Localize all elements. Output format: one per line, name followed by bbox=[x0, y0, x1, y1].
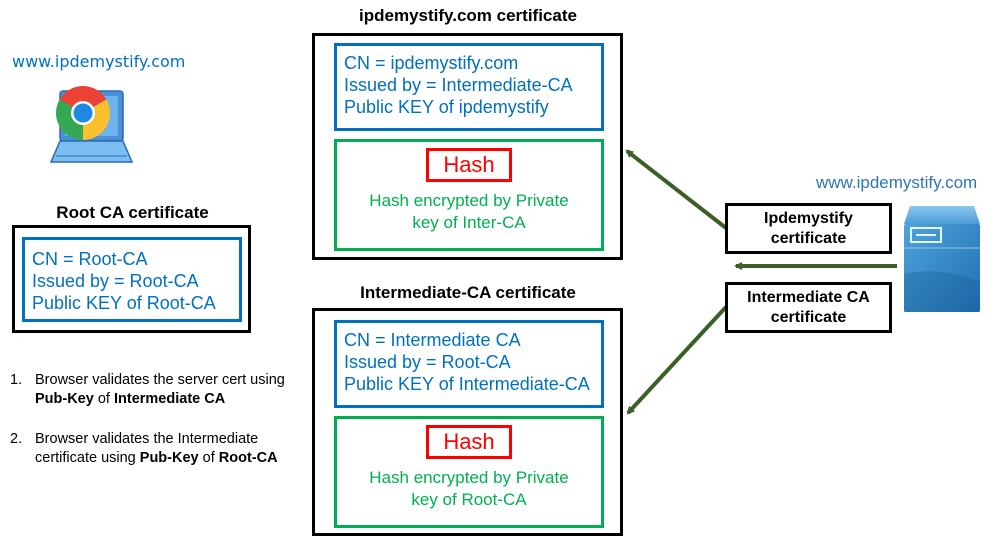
sent-ipdemystify-certificate: Ipdemystify certificate bbox=[725, 203, 892, 254]
root-ca-title: Root CA certificate bbox=[56, 203, 209, 222]
chrome-laptop-icon bbox=[44, 76, 138, 168]
server-cert-hash: Hash bbox=[426, 148, 512, 182]
server-cert-public-key: Public KEY of ipdemystify bbox=[344, 97, 549, 117]
intermediate-cert-issuer: Issued by = Root-CA bbox=[344, 352, 511, 372]
step-2-text: Browser validates the Intermediate certi… bbox=[35, 431, 259, 466]
step-1-ca: Intermediate CA bbox=[113, 391, 226, 407]
server-cert-fields-box: CN = ipdemystify.com Issued by = Interme… bbox=[334, 43, 604, 131]
arrow-to-intermediate-cert bbox=[626, 305, 728, 415]
sent-cert-1-line-1: Ipdemystify bbox=[764, 210, 853, 227]
browser-url-label: www.ipdemystify.com bbox=[12, 52, 186, 71]
step-1-number: 1. bbox=[10, 372, 23, 388]
arrow-to-server-cert bbox=[625, 149, 728, 230]
sent-cert-2-line-1: Intermediate CA bbox=[747, 289, 870, 306]
root-ca-fields-box: CN = Root-CA Issued by = Root-CA Public … bbox=[22, 237, 242, 322]
step-1-of: of bbox=[93, 391, 114, 407]
server-cert-issuer: Issued by = Intermediate-CA bbox=[344, 75, 573, 95]
server-cert-signature-line-2: key of Inter-CA bbox=[412, 213, 526, 232]
root-ca-issuer: Issued by = Root-CA bbox=[32, 271, 199, 291]
server-cert-signature-box: Hash Hash encrypted by Private key of In… bbox=[334, 139, 604, 251]
server-url-label: www.ipdemystify.com bbox=[816, 173, 978, 192]
sent-cert-2-line-2: certificate bbox=[770, 309, 847, 326]
sent-cert-1-line-2: certificate bbox=[770, 230, 847, 247]
intermediate-cert-cn: CN = Intermediate CA bbox=[344, 330, 521, 350]
step-2: 2. Browser validates the Intermediate ce… bbox=[10, 430, 297, 468]
server-cert-cn: CN = ipdemystify.com bbox=[344, 53, 519, 73]
validation-steps: 1. Browser validates the server cert usi… bbox=[10, 371, 310, 489]
step-2-of: of bbox=[198, 450, 219, 466]
intermediate-cert-public-key: Public KEY of Intermediate-CA bbox=[344, 374, 590, 394]
root-ca-cn: CN = Root-CA bbox=[32, 249, 148, 269]
server-certificate: CN = ipdemystify.com Issued by = Interme… bbox=[312, 33, 623, 260]
intermediate-cert-signature-line-2: key of Root-CA bbox=[411, 490, 527, 509]
step-2-number: 2. bbox=[10, 431, 23, 447]
server-icon bbox=[902, 204, 982, 314]
intermediate-certificate: CN = Intermediate CA Issued by = Root-CA… bbox=[312, 308, 623, 536]
step-1: 1. Browser validates the server cert usi… bbox=[10, 371, 310, 409]
step-2-pubkey: Pub-Key bbox=[139, 450, 199, 466]
intermediate-cert-fields-box: CN = Intermediate CA Issued by = Root-CA… bbox=[334, 320, 604, 408]
step-1-pubkey: Pub-Key bbox=[35, 391, 94, 407]
root-ca-public-key: Public KEY of Root-CA bbox=[32, 293, 216, 313]
intermediate-cert-signature-line-1: Hash encrypted by Private bbox=[369, 468, 569, 487]
intermediate-cert-title: Intermediate-CA certificate bbox=[360, 283, 576, 302]
intermediate-cert-hash: Hash bbox=[426, 425, 512, 459]
step-2-ca: Root-CA bbox=[218, 450, 278, 466]
server-cert-signature-line-1: Hash encrypted by Private bbox=[369, 191, 569, 210]
intermediate-cert-signature-box: Hash Hash encrypted by Private key of Ro… bbox=[334, 416, 604, 528]
sent-intermediate-ca-certificate: Intermediate CA certificate bbox=[725, 282, 892, 333]
server-cert-title: ipdemystify.com certificate bbox=[359, 6, 577, 25]
step-1-text: Browser validates the server cert using bbox=[35, 372, 285, 388]
root-ca-certificate: CN = Root-CA Issued by = Root-CA Public … bbox=[12, 225, 251, 333]
